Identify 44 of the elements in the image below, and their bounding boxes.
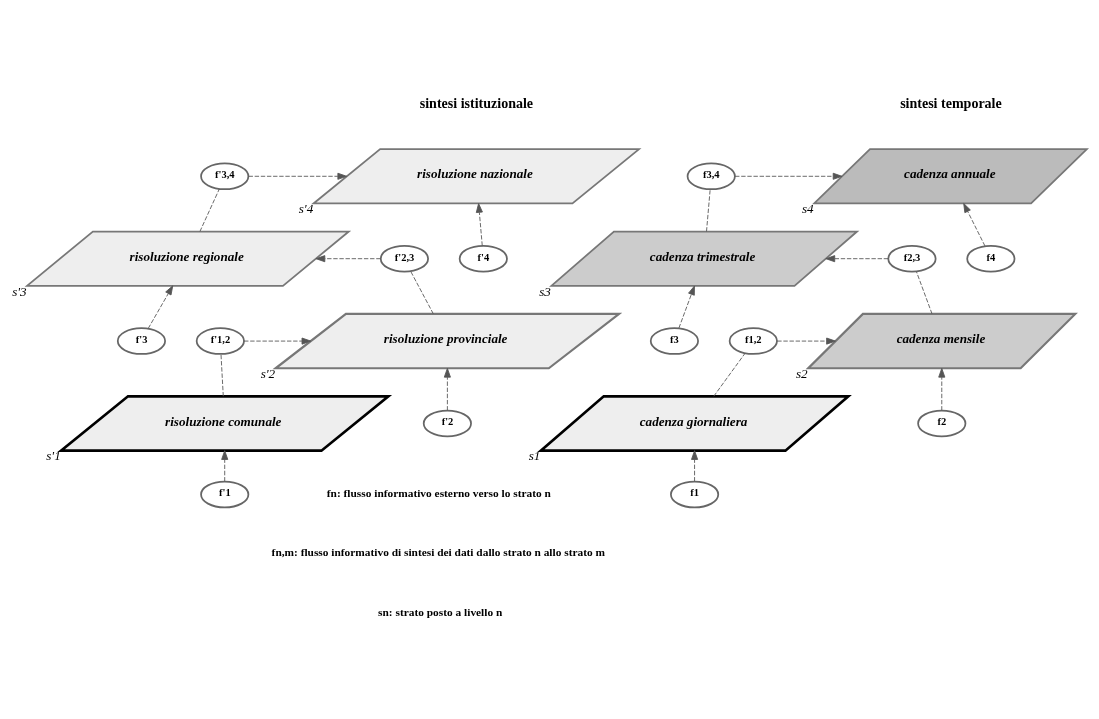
label: fn: flusso informativo esterno verso lo strato n <box>326 486 551 499</box>
arrow <box>243 337 312 345</box>
node-ellipse: f1,2 <box>728 327 778 355</box>
arrow <box>221 450 229 482</box>
connector <box>220 353 224 397</box>
label: sn: strato posto a livello n <box>378 605 503 618</box>
arrow <box>443 367 451 411</box>
node-ellipse: f'2,3 <box>379 244 429 273</box>
arrow <box>825 255 889 263</box>
node-ellipse: f3 <box>649 327 699 355</box>
node-ellipse: f2,3 <box>887 244 937 273</box>
node-label: s'4 <box>298 201 314 217</box>
connector <box>916 271 933 315</box>
connector <box>706 188 711 232</box>
label: fn,m: flusso informativo di sintesi dei dati dallo strato n allo strato m <box>271 546 605 559</box>
node-label: s3 <box>539 283 551 299</box>
arrow <box>248 172 348 180</box>
arrow <box>475 203 483 246</box>
arrow <box>691 450 699 482</box>
label: sintesi temporale <box>900 95 1002 111</box>
arrow <box>776 337 836 345</box>
node-ellipse: f'4 <box>458 244 508 273</box>
connector <box>410 270 434 315</box>
arrow <box>315 255 382 263</box>
node-ellipse: f4 <box>966 244 1016 273</box>
node-ellipse: f'1,2 <box>195 327 245 355</box>
arrow <box>678 285 695 329</box>
node-ellipse: f3,4 <box>686 162 736 191</box>
label: sintesi istituzionale <box>419 95 534 111</box>
node-ellipse: f'2 <box>422 409 472 438</box>
arrow <box>147 285 174 329</box>
node-label: s4 <box>801 201 814 217</box>
node-label: s'3 <box>12 283 27 299</box>
arrow <box>963 203 986 247</box>
node-ellipse: f1 <box>670 480 720 509</box>
node-ellipse: f2 <box>917 409 967 438</box>
node-ellipse: f'3 <box>116 327 166 355</box>
connector <box>199 188 220 232</box>
arrow <box>734 172 843 180</box>
node-label: s2 <box>795 365 808 381</box>
node-ellipse: f'1 <box>200 480 250 509</box>
arrow <box>938 367 946 411</box>
connector <box>713 352 746 397</box>
node-ellipse: f'3,4 <box>200 162 250 191</box>
